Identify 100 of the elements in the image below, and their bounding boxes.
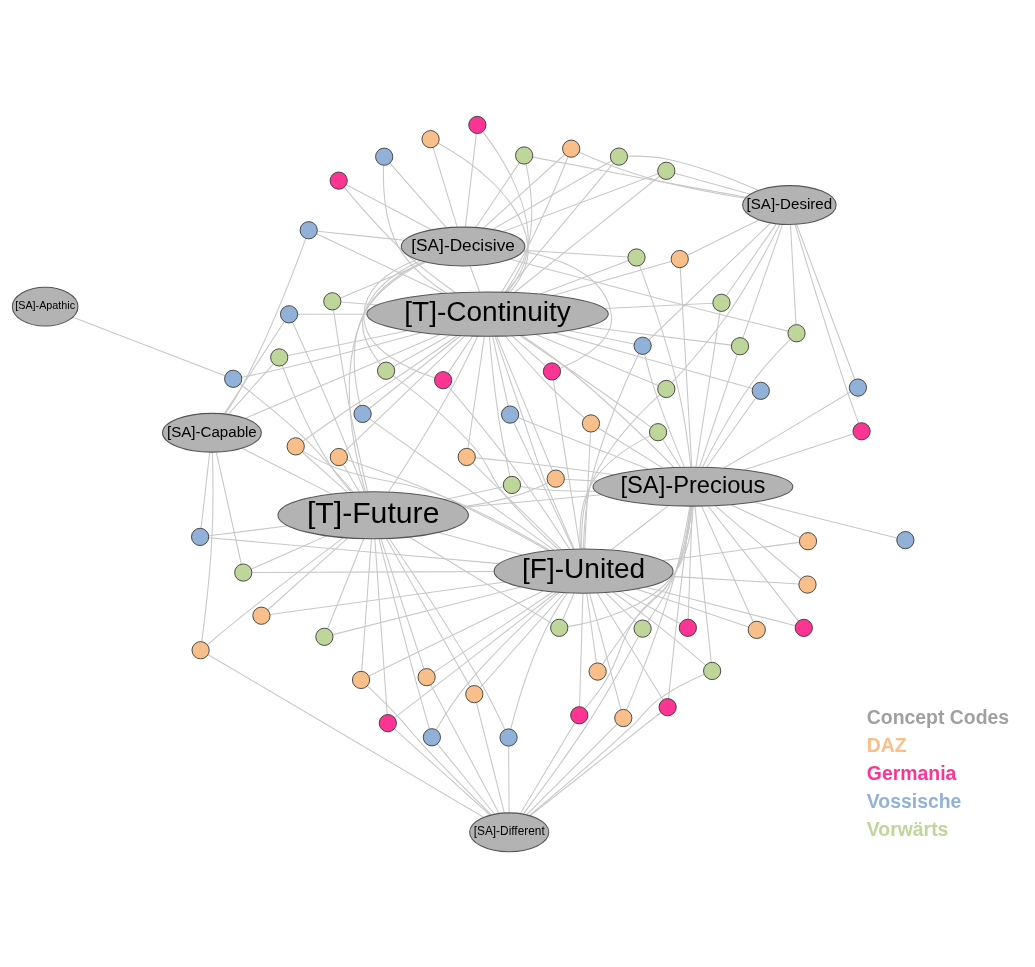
connector [513,421,574,550]
node-circle [270,347,289,366]
node-circle [649,422,668,441]
connector [342,463,360,492]
connector [687,218,760,256]
node-circle [499,727,518,747]
node-circle [550,618,569,637]
connector [581,393,661,549]
connector [662,438,681,468]
connector [522,250,613,369]
legend-label: Vorwärts [866,817,949,840]
connector [389,162,447,228]
node-circle [787,323,806,342]
node-circle [377,361,396,380]
node-circle [848,378,867,397]
connector [316,230,405,241]
legend-label: Vossische [866,789,962,812]
node-ellipse: [SA]-Desired [742,184,837,225]
connector [327,537,365,629]
connector [753,501,898,538]
connector [241,331,422,378]
connector [302,334,458,442]
node-circle [375,147,394,166]
connector [552,378,581,549]
node-circle [896,530,915,549]
node-circle [457,447,476,466]
connector [215,451,242,564]
node-circle [852,421,871,440]
connector [361,538,372,672]
connector [502,172,659,232]
connector [597,426,664,469]
connector [433,590,554,673]
connector [517,416,650,470]
connector [610,504,669,551]
node-circle [657,161,676,180]
connector [332,586,522,635]
node-circle [421,129,440,148]
node-circle [588,662,607,681]
connector [605,591,637,623]
node-circle [633,336,652,355]
connector [343,186,457,293]
connector [72,316,226,376]
node-circle [562,139,581,158]
connector [292,321,365,492]
connector [393,727,491,816]
connector [670,575,800,585]
connector [645,586,796,626]
node-ellipse: [T]-Future [277,490,469,539]
connector [564,478,598,482]
connector [687,505,693,620]
connector [224,237,307,414]
connector [519,334,652,428]
connector [267,537,349,610]
connector [469,265,481,293]
connector [281,364,352,492]
node-circle [502,475,521,494]
connector [333,309,369,492]
node-circle [422,727,441,746]
legend-label: DAZ [866,733,907,756]
node-circle [434,370,453,389]
connector [250,534,327,569]
connector [444,485,504,500]
node-circle [581,413,600,432]
connector [701,338,791,468]
connector [513,175,661,293]
connector [529,673,705,816]
connector [648,222,771,340]
connector [367,685,492,815]
connector [508,745,510,813]
connector [475,456,615,475]
node-circle [678,618,697,637]
node-circle [633,619,652,638]
connector [723,391,851,469]
node-circle [703,661,722,680]
node-circle [315,627,334,646]
node-circle [670,249,689,268]
connector [532,156,747,198]
connector [603,302,714,309]
connector [362,259,421,364]
node-circle [798,531,818,550]
connector [714,504,802,579]
node-circle [730,336,750,355]
connector [339,261,427,298]
connector [661,541,800,561]
connector [583,352,640,549]
connector [679,266,693,468]
node-ellipse: [SA]-Precious [592,466,794,507]
connector [535,333,659,386]
connector [482,130,529,293]
connector [501,155,569,292]
connector [522,635,639,814]
legend-label: Concept Codes [866,705,1010,728]
connector [348,260,424,492]
connector [627,155,759,191]
connector [509,258,789,332]
connector [430,684,500,814]
connector [494,335,575,550]
node-circle [329,171,348,190]
connector [369,334,461,409]
node-circle [234,563,253,582]
